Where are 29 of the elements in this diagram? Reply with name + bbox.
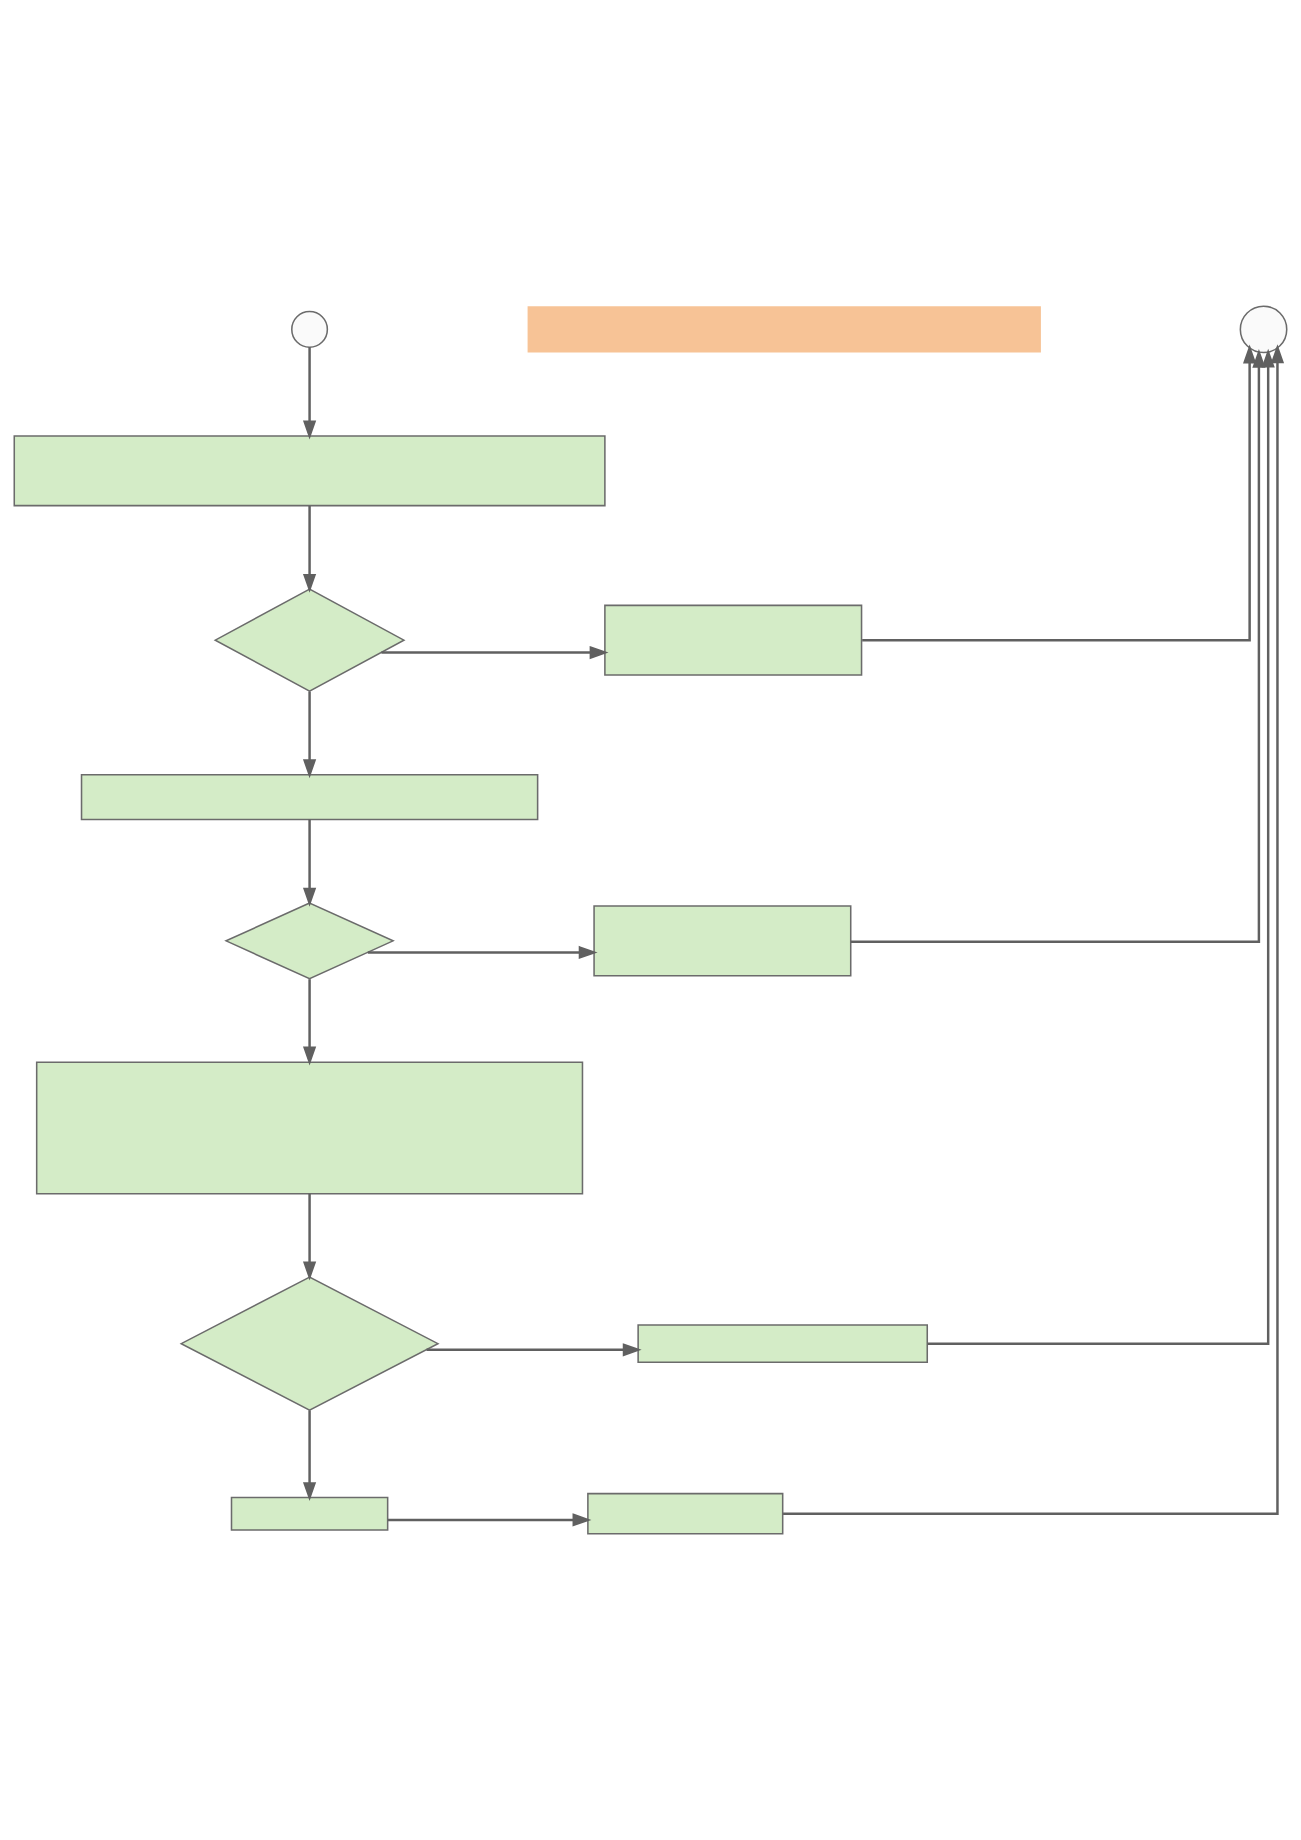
arrow xyxy=(302,979,317,1066)
arrow xyxy=(302,1410,317,1501)
node-box xyxy=(637,1324,929,1363)
node-box xyxy=(593,905,852,977)
arrow xyxy=(862,344,1257,642)
arrow xyxy=(426,1343,642,1357)
arrow xyxy=(381,645,609,660)
node-box xyxy=(35,1061,584,1195)
arrow xyxy=(850,348,1266,943)
node-bar xyxy=(527,306,1041,353)
arrow xyxy=(302,691,317,779)
node-box xyxy=(13,435,606,507)
arrow xyxy=(302,505,317,593)
node-box xyxy=(604,604,863,676)
node-diamond xyxy=(224,902,395,980)
node-box xyxy=(587,1492,784,1535)
node-diamond xyxy=(179,1276,440,1411)
arrow xyxy=(927,348,1275,1345)
node-circle xyxy=(1239,305,1288,354)
arrow xyxy=(302,347,317,440)
node-diamond xyxy=(213,588,406,693)
node-box xyxy=(230,1496,389,1531)
node-box xyxy=(80,773,539,821)
arrow xyxy=(302,819,317,907)
node-circle xyxy=(291,310,329,348)
arrow xyxy=(783,344,1285,1515)
arrow xyxy=(387,1513,592,1527)
arrow xyxy=(367,945,598,960)
arrow xyxy=(302,1193,317,1281)
